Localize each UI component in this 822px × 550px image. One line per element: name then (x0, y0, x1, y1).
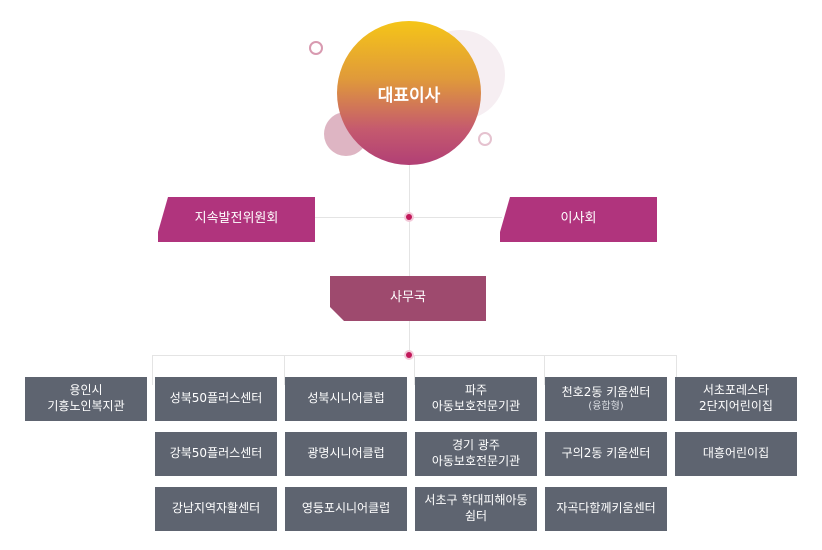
unit-yeongdeungpo-senior: 영등포시니어클럽 (285, 487, 407, 531)
unit-label: 영등포시니어클럽 (301, 501, 391, 516)
unit-label: 파주 아동보호전문기관 (431, 383, 521, 413)
unit-jagok: 자곡다함께키움센터 (545, 487, 667, 531)
unit-sublabel: (융합형) (588, 401, 624, 413)
decor-ring-left (309, 41, 323, 55)
board-label: 이사회 (560, 211, 597, 227)
connector-col-1 (152, 355, 153, 385)
unit-cheonho: 천호2동 키움센터 (융합형) (545, 377, 667, 421)
unit-label: 광명시니어클럽 (307, 446, 385, 461)
secretariat-node: 사무국 (330, 276, 486, 321)
decor-ring-right (478, 132, 492, 146)
unit-label: 강남지역자활센터 (171, 501, 261, 516)
unit-daeheung: 대흥어린이집 (675, 432, 797, 476)
unit-paju: 파주 아동보호전문기관 (415, 377, 537, 421)
connector-col-3 (414, 355, 415, 385)
unit-label: 구의2동 키움센터 (561, 446, 651, 461)
secretariat-label: 사무국 (390, 290, 426, 306)
unit-label: 강북50플러스센터 (169, 446, 263, 461)
unit-label: 성북50플러스센터 (169, 391, 263, 406)
board-node: 이사회 (500, 197, 657, 242)
connector-col-4 (544, 355, 545, 385)
ceo-label: 대표이사 (377, 85, 441, 106)
committee-node: 지속발전위원회 (158, 197, 315, 242)
unit-label: 대흥어린이집 (702, 446, 770, 461)
unit-seocho-forest: 서초포레스타 2단지어린이집 (675, 377, 797, 421)
unit-seongbuk50: 성북50플러스센터 (155, 377, 277, 421)
unit-seocho-shelter: 서초구 학대피해아동 쉼터 (415, 487, 537, 531)
unit-gyeonggi-gwangju: 경기 광주 아동보호전문기관 (415, 432, 537, 476)
connector-dot-top (406, 214, 412, 220)
unit-label: 성북시니어클럽 (307, 391, 385, 406)
unit-label: 서초구 학대피해아동 쉼터 (424, 493, 528, 523)
connector-col-5 (676, 355, 677, 385)
ceo-node: 대표이사 (337, 21, 481, 165)
unit-label: 경기 광주 아동보호전문기관 (431, 438, 521, 468)
connector-main-vertical (409, 160, 410, 355)
unit-gangbuk50: 강북50플러스센터 (155, 432, 277, 476)
unit-seongbuk-senior: 성북시니어클럽 (285, 377, 407, 421)
unit-yongin: 용인시 기흥노인복지관 (25, 377, 147, 421)
unit-label: 용인시 기흥노인복지관 (47, 383, 125, 413)
unit-guui: 구의2동 키움센터 (545, 432, 667, 476)
connector-col-2 (284, 355, 285, 385)
unit-gangnam: 강남지역자활센터 (155, 487, 277, 531)
unit-label: 자곡다함께키움센터 (556, 501, 656, 516)
connector-dot-bottom (406, 352, 412, 358)
unit-label: 서초포레스타 2단지어린이집 (699, 383, 773, 413)
unit-label: 천호2동 키움센터 (561, 384, 651, 399)
unit-gwangmyeong-senior: 광명시니어클럽 (285, 432, 407, 476)
committee-label: 지속발전위원회 (194, 211, 279, 227)
